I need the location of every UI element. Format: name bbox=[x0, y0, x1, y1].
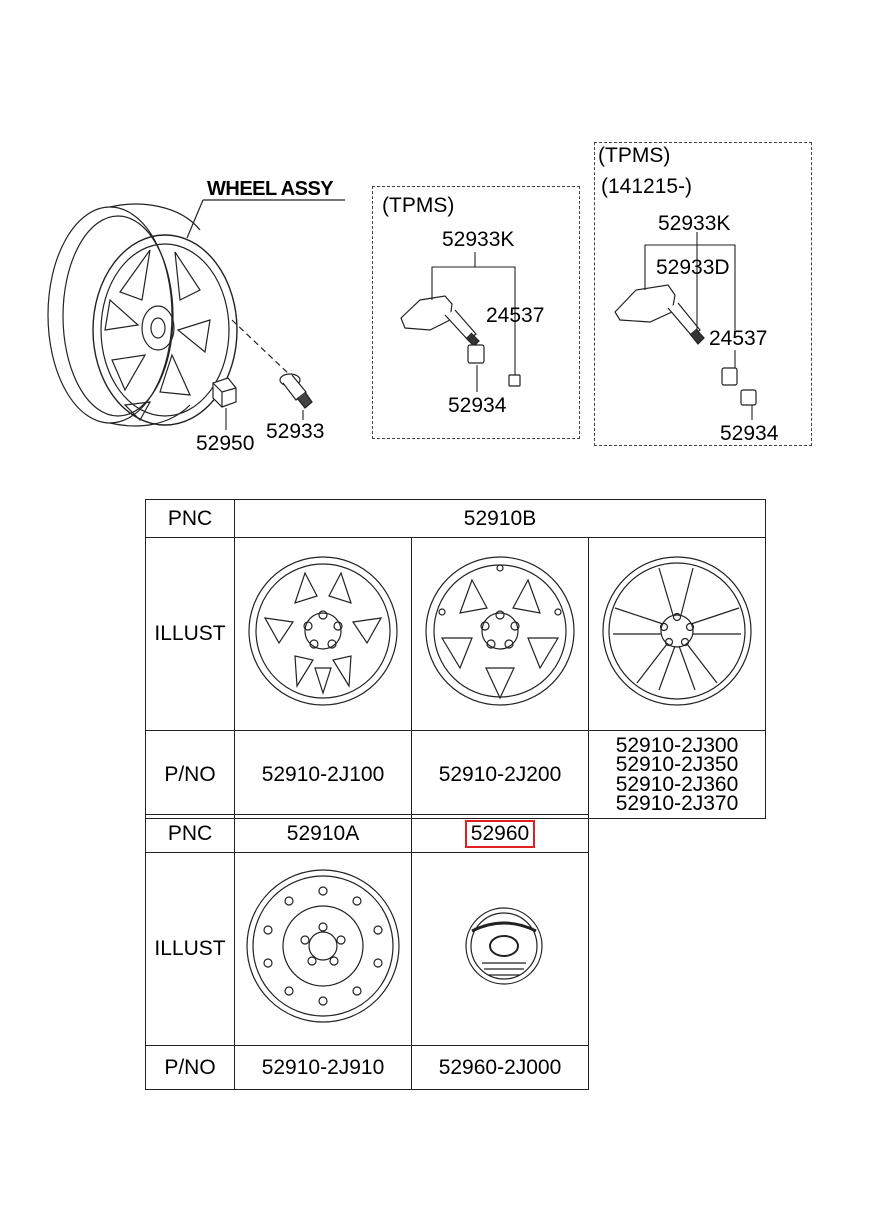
row-label-pno-2: P/NO bbox=[145, 1045, 235, 1090]
illust-hub-cap bbox=[411, 852, 589, 1046]
pno-2J370: 52910-2J370 bbox=[615, 792, 739, 815]
pno-2J300: 52910-2J300 bbox=[615, 733, 739, 757]
pnc-52910B: 52910B bbox=[234, 499, 766, 538]
tpms-box-1-core: 52934 bbox=[448, 394, 507, 417]
pno-2J200: 52910-2J200 bbox=[411, 730, 589, 819]
pno-2J350: 52910-2J350 bbox=[615, 753, 739, 776]
valve-core-icon bbox=[467, 344, 485, 364]
wheel-assy-title: WHEEL ASSY bbox=[207, 178, 334, 200]
row-label-pnc-2: PNC bbox=[145, 814, 235, 853]
tpms-box-2-title: (TPMS) bbox=[598, 144, 671, 167]
pno-52960-2J000: 52960-2J000 bbox=[411, 1045, 589, 1090]
alloy-wheel-2-icon bbox=[425, 556, 575, 706]
tpms-sensor-2-icon bbox=[614, 284, 705, 345]
row-label-illust: ILLUST bbox=[145, 537, 235, 731]
valve-stem-icon bbox=[279, 373, 313, 409]
tpms-box-1-kit: 52933K bbox=[442, 228, 515, 251]
pnc-52910A: 52910A bbox=[234, 814, 412, 853]
parts-table-bottom: PNC 52910A 52960 ILLUST bbox=[145, 814, 589, 1090]
tpms-box-2-sensor: 52933D bbox=[656, 256, 730, 279]
illust-wheel-2J200 bbox=[411, 537, 589, 731]
row-label-pno: P/NO bbox=[145, 730, 235, 819]
tpms-box-2-cap: 24537 bbox=[709, 327, 768, 350]
tpms-box-2: (TPMS) (141215-) 52933K 52933D 24537 529… bbox=[594, 142, 812, 446]
lug-nut-icon bbox=[212, 377, 237, 408]
alloy-wheel-1-icon bbox=[248, 556, 398, 706]
wheel-assy-illustration bbox=[47, 199, 345, 427]
pnc-52960-cell: 52960 bbox=[411, 814, 589, 853]
illust-wheel-2J100 bbox=[234, 537, 412, 731]
tpms-sensor-icon bbox=[400, 295, 480, 347]
callout-52950: 52950 bbox=[196, 432, 255, 455]
pno-2J910: 52910-2J910 bbox=[234, 1045, 412, 1090]
tpms-box-1: (TPMS) 52933K 24537 52934 bbox=[372, 186, 580, 439]
pno-2J360: 52910-2J360 bbox=[615, 772, 739, 796]
cap-icon bbox=[508, 374, 521, 387]
parts-table: PNC 52910B ILLUST bbox=[145, 499, 766, 819]
alloy-wheel-3-icon bbox=[602, 556, 752, 706]
cap-2-icon bbox=[721, 367, 738, 386]
tpms-box-1-title: (TPMS) bbox=[382, 194, 455, 217]
illust-steel-wheel bbox=[234, 852, 412, 1046]
tpms-box-2-kit: 52933K bbox=[658, 212, 731, 235]
row-label-pnc: PNC bbox=[145, 499, 235, 538]
tpms-box-2-date: (141215-) bbox=[601, 175, 693, 198]
illust-wheel-2J300 bbox=[588, 537, 766, 731]
steel-wheel-icon bbox=[246, 869, 400, 1023]
valve-core-2-icon bbox=[740, 389, 757, 406]
row-label-illust-2: ILLUST bbox=[145, 852, 235, 1046]
center-cap-icon bbox=[465, 907, 543, 985]
pno-2J100: 52910-2J100 bbox=[234, 730, 412, 819]
pnc-52960-highlight[interactable]: 52960 bbox=[464, 819, 536, 848]
tpms-box-1-cap: 24537 bbox=[486, 304, 545, 327]
pno-2J300-group: 52910-2J300 52910-2J350 52910-2J360 5291… bbox=[588, 730, 766, 819]
tpms-box-2-core: 52934 bbox=[720, 422, 779, 445]
callout-52933: 52933 bbox=[266, 420, 325, 443]
